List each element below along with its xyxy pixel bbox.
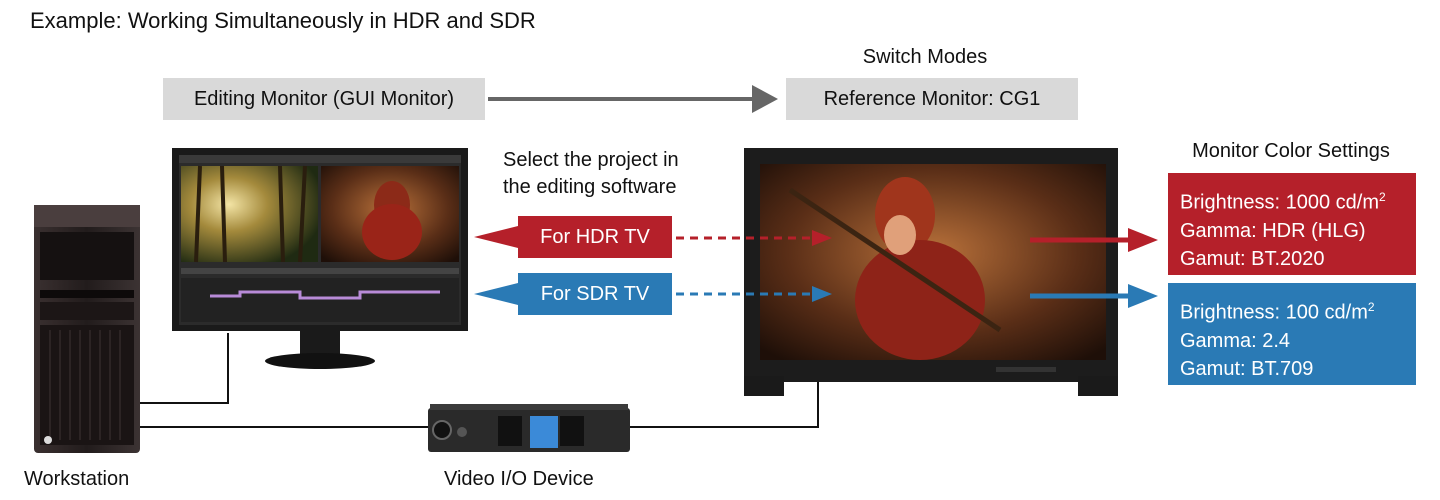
switch-modes-label: Switch Modes xyxy=(862,46,988,68)
hdr-brightness: Brightness: 1000 cd/m2 xyxy=(1180,190,1386,214)
hdr-dashed-arrowhead xyxy=(812,230,832,246)
sdr-dashed-arrowhead xyxy=(812,286,832,302)
select-project-instructions: Select the project in the editing softwa… xyxy=(503,147,679,201)
hdr-gamma: Gamma: HDR (HLG) xyxy=(1180,219,1366,242)
diagram-title: Example: Working Simultaneously in HDR a… xyxy=(30,8,536,33)
video-io-label: Video I/O Device xyxy=(444,468,594,490)
select-project-line1: Select the project in xyxy=(503,149,679,171)
hdr-settings-box: Brightness: 1000 cd/m2 Gamma: HDR (HLG) … xyxy=(1168,173,1416,275)
sdr-gamut: Gamut: BT.709 xyxy=(1180,357,1314,380)
hdr-gamut: Gamut: BT.2020 xyxy=(1180,247,1325,270)
switch-modes-arrow xyxy=(488,85,778,113)
hdr-tag-label: For HDR TV xyxy=(540,226,650,248)
sdr-gamma: Gamma: 2.4 xyxy=(1180,329,1291,352)
workstation-label: Workstation xyxy=(24,468,130,490)
select-project-line2: the editing software xyxy=(503,176,677,198)
video-io-device-icon xyxy=(428,404,630,452)
sdr-settings-box: Brightness: 100 cd/m2 Gamma: 2.4 Gamut: … xyxy=(1168,283,1416,385)
reference-monitor-label: Reference Monitor: CG1 xyxy=(786,78,1078,120)
editing-monitor-label: Editing Monitor (GUI Monitor) xyxy=(163,78,485,120)
sdr-tag-shape xyxy=(474,273,672,315)
hdr-settings-arrow xyxy=(1030,228,1158,252)
cables xyxy=(140,333,819,428)
hdr-tag-shape xyxy=(474,216,672,258)
sdr-brightness: Brightness: 100 cd/m2 xyxy=(1180,300,1375,324)
reference-monitor-icon xyxy=(744,148,1118,396)
sdr-tag-label: For SDR TV xyxy=(540,283,650,305)
gui-monitor-icon xyxy=(172,148,468,369)
sdr-settings-arrow xyxy=(1030,284,1158,308)
workstation-tower-icon xyxy=(34,205,140,453)
monitor-color-settings-label: Monitor Color Settings xyxy=(1192,140,1390,162)
